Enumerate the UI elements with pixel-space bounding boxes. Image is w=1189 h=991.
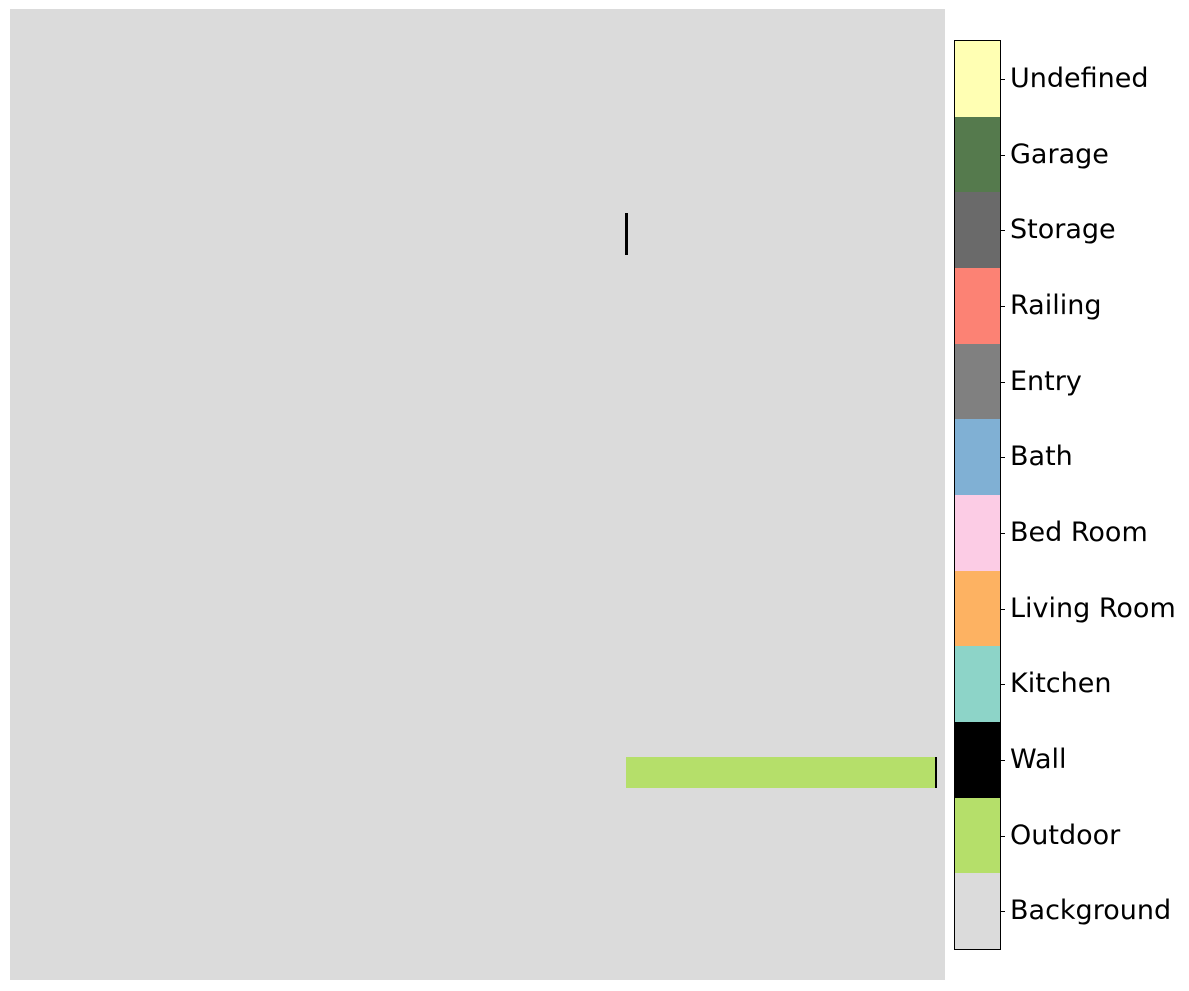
legend-swatch-undefined	[955, 41, 1000, 118]
legend-swatch-wall	[955, 722, 1000, 799]
legend-tick-bed-room	[1000, 533, 1005, 534]
legend-tick-entry	[1000, 382, 1005, 383]
legend-label-kitchen: Kitchen	[1010, 668, 1112, 699]
legend-label-garage: Garage	[1010, 139, 1109, 170]
legend-tick-living-room	[1000, 609, 1005, 610]
legend-label-wall: Wall	[1010, 744, 1067, 775]
legend-swatch-kitchen	[955, 646, 1000, 723]
legend-swatch-background	[955, 873, 1000, 950]
legend-tick-undefined	[1000, 79, 1005, 80]
legend-label-bath: Bath	[1010, 441, 1073, 472]
floor-plan-canvas	[10, 9, 945, 980]
wall-segment-vertical-upper	[625, 213, 628, 255]
legend-tick-storage	[1000, 230, 1005, 231]
legend-swatch-outdoor	[955, 797, 1000, 874]
legend-label-background: Background	[1010, 895, 1172, 926]
legend-tick-outdoor	[1000, 836, 1005, 837]
legend-swatch-entry	[955, 343, 1000, 420]
legend-tick-wall	[1000, 760, 1005, 761]
legend-tick-bath	[1000, 457, 1005, 458]
legend-swatch-living-room	[955, 570, 1000, 647]
legend-tick-railing	[1000, 306, 1005, 307]
legend-swatch-garage	[955, 116, 1000, 193]
wall-segment-vertical-lower	[935, 757, 937, 788]
legend-colorbar	[954, 40, 1001, 950]
legend-tick-kitchen	[1000, 684, 1005, 685]
legend-swatch-railing	[955, 268, 1000, 345]
legend-label-undefined: Undefined	[1010, 63, 1149, 94]
legend-label-storage: Storage	[1010, 214, 1116, 245]
legend-swatch-storage	[955, 192, 1000, 269]
legend-tick-garage	[1000, 155, 1005, 156]
legend-label-outdoor: Outdoor	[1010, 820, 1121, 851]
legend-label-living-room: Living Room	[1010, 593, 1176, 624]
legend-label-bed-room: Bed Room	[1010, 517, 1148, 548]
plan-background	[10, 9, 945, 980]
outdoor-strip	[626, 757, 936, 788]
legend-tick-background	[1000, 911, 1005, 912]
legend-label-entry: Entry	[1010, 366, 1082, 397]
legend-swatch-bed-room	[955, 495, 1000, 572]
legend-swatch-bath	[955, 419, 1000, 496]
legend-label-railing: Railing	[1010, 290, 1102, 321]
